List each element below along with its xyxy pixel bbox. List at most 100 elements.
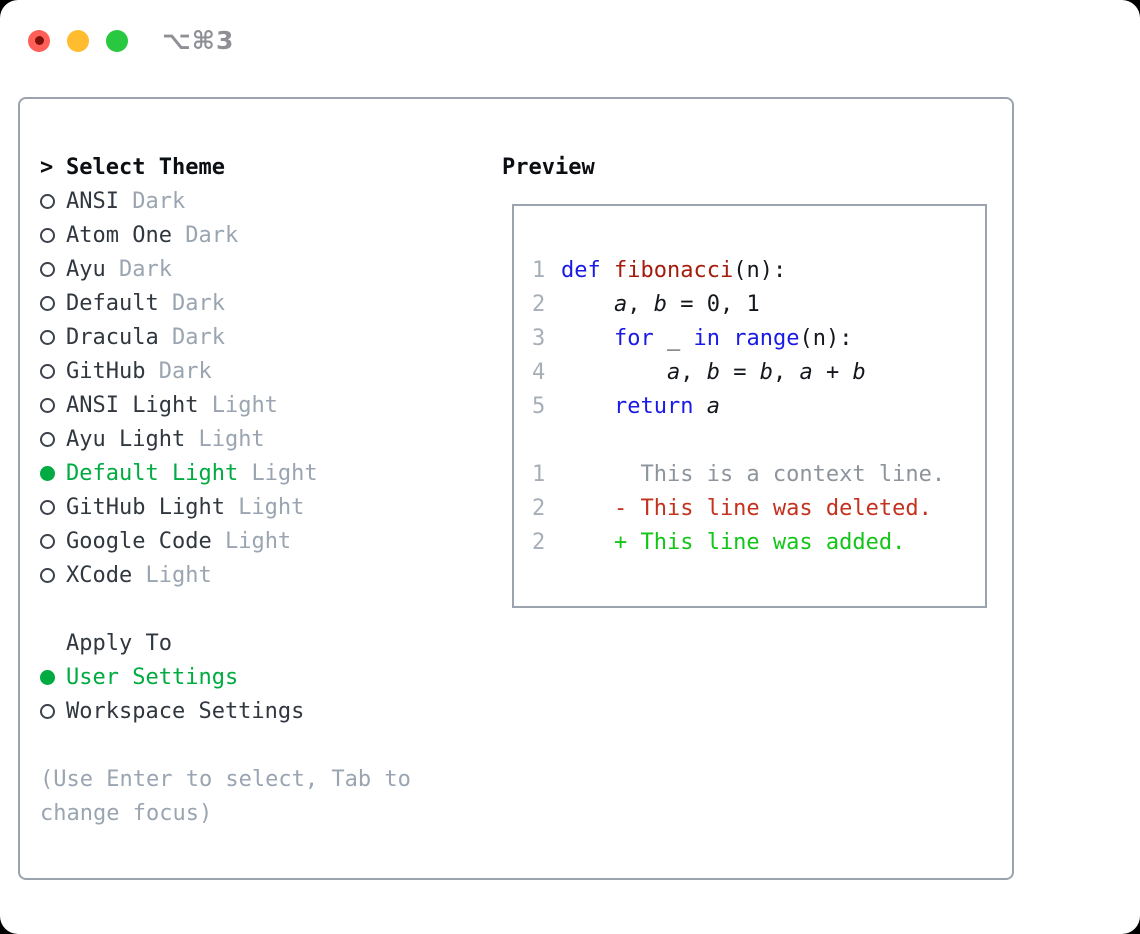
code-token: a (799, 360, 813, 385)
theme-option-github[interactable]: GitHub Dark (40, 354, 500, 388)
theme-name: Default (66, 290, 172, 316)
code-token: a (613, 292, 628, 317)
code-token: + This line was added. (561, 530, 906, 555)
code-token: def (561, 258, 601, 283)
theme-option-dracula[interactable]: Dracula Dark (40, 320, 500, 354)
line-number: 2 (532, 496, 546, 521)
traffic-lights (28, 29, 128, 52)
code-token: This is a context line. (561, 462, 946, 487)
radio-icon (40, 398, 66, 413)
code-token (561, 292, 614, 317)
radio-icon (40, 364, 66, 379)
apply-to-header: Apply To (40, 626, 500, 660)
code-token: range (733, 326, 800, 351)
theme-name: ANSI Light (66, 392, 212, 418)
code-token: (n): (799, 326, 853, 351)
code-token: for (613, 326, 654, 351)
radio-icon (40, 704, 66, 719)
code-token: , (627, 292, 654, 317)
theme-option-google-code[interactable]: Google Code Light (40, 524, 500, 558)
code-line: 2 a, b = 0, 1 (532, 288, 985, 322)
apply-option-label: User Settings (66, 664, 239, 690)
theme-option-xcode[interactable]: XCode Light (40, 558, 500, 592)
theme-variant: Light (251, 460, 318, 486)
theme-name: Default Light (66, 460, 252, 486)
theme-name: Atom One (66, 222, 186, 248)
theme-variant: Light (238, 494, 305, 520)
code-token: in (693, 326, 720, 351)
code-token: = 0, 1 (666, 292, 760, 317)
code-token (561, 360, 667, 385)
theme-variant: Dark (171, 324, 225, 350)
theme-option-default[interactable]: Default Dark (40, 286, 500, 320)
spacer-row (40, 592, 500, 626)
theme-option-default-light[interactable]: Default Light Light (40, 456, 500, 490)
preview-column: Preview (502, 150, 595, 184)
code-token: a (666, 360, 681, 385)
theme-name: XCode (66, 562, 146, 588)
radio-icon (40, 262, 66, 277)
code-token: b (706, 360, 720, 385)
code-token (561, 326, 614, 351)
radio-selected-icon (40, 670, 66, 685)
code-token: b (653, 292, 667, 317)
select-theme-label: Select Theme (66, 154, 225, 180)
theme-option-ansi-light[interactable]: ANSI Light Light (40, 388, 500, 422)
maximize-button-icon[interactable] (106, 29, 128, 52)
code-token: return (613, 394, 694, 419)
theme-variant: Dark (118, 256, 172, 282)
theme-name: ANSI (66, 188, 133, 214)
hint-line: change focus) (40, 800, 213, 826)
line-number: 2 (532, 530, 546, 555)
theme-option-ayu-light[interactable]: Ayu Light Light (40, 422, 500, 456)
minimize-button-icon[interactable] (67, 29, 89, 52)
radio-icon (40, 500, 66, 515)
theme-option-ansi[interactable]: ANSI Dark (40, 184, 500, 218)
code-token: (n): (733, 258, 787, 283)
close-button-icon[interactable] (28, 29, 50, 52)
theme-name: Dracula (66, 324, 172, 350)
prompt-icon: > (40, 154, 54, 180)
line-number: 3 (532, 326, 546, 351)
spacer-row (40, 728, 500, 762)
theme-variant: Light (198, 426, 265, 452)
apply-option-user-settings[interactable]: User Settings (40, 660, 500, 694)
titlebar: ⌥⌘3 (28, 26, 234, 55)
preview-label: Preview (502, 154, 595, 180)
code-token: + (812, 360, 853, 385)
radio-icon (40, 432, 66, 447)
apply-option-label: Workspace Settings (66, 698, 305, 724)
code-line: 2 - This line was deleted. (532, 492, 985, 526)
theme-variant: Dark (185, 222, 239, 248)
code-token: , (680, 360, 707, 385)
theme-option-github-light[interactable]: GitHub Light Light (40, 490, 500, 524)
code-line (532, 424, 985, 458)
code-token: fibonacci (614, 258, 734, 283)
radio-selected-icon (40, 466, 66, 481)
apply-option-workspace-settings[interactable]: Workspace Settings (40, 694, 500, 728)
code-token (693, 394, 706, 419)
code-token (601, 258, 614, 283)
theme-variant: Light (145, 562, 212, 588)
radio-icon (40, 296, 66, 311)
line-number: 5 (532, 394, 546, 419)
code-line: 5 return a (532, 390, 985, 424)
apply-to-label: Apply To (66, 630, 172, 656)
theme-variant: Dark (132, 188, 186, 214)
code-line: 1 This is a context line. (532, 458, 985, 492)
radio-icon (40, 534, 66, 549)
theme-option-atom-one[interactable]: Atom One Dark (40, 218, 500, 252)
line-number: 2 (532, 292, 546, 317)
theme-option-ayu[interactable]: Ayu Dark (40, 252, 500, 286)
theme-name: Ayu (66, 256, 119, 282)
code-line: 3 for _ in range(n): (532, 322, 985, 356)
radio-icon (40, 228, 66, 243)
code-token: b (759, 360, 773, 385)
